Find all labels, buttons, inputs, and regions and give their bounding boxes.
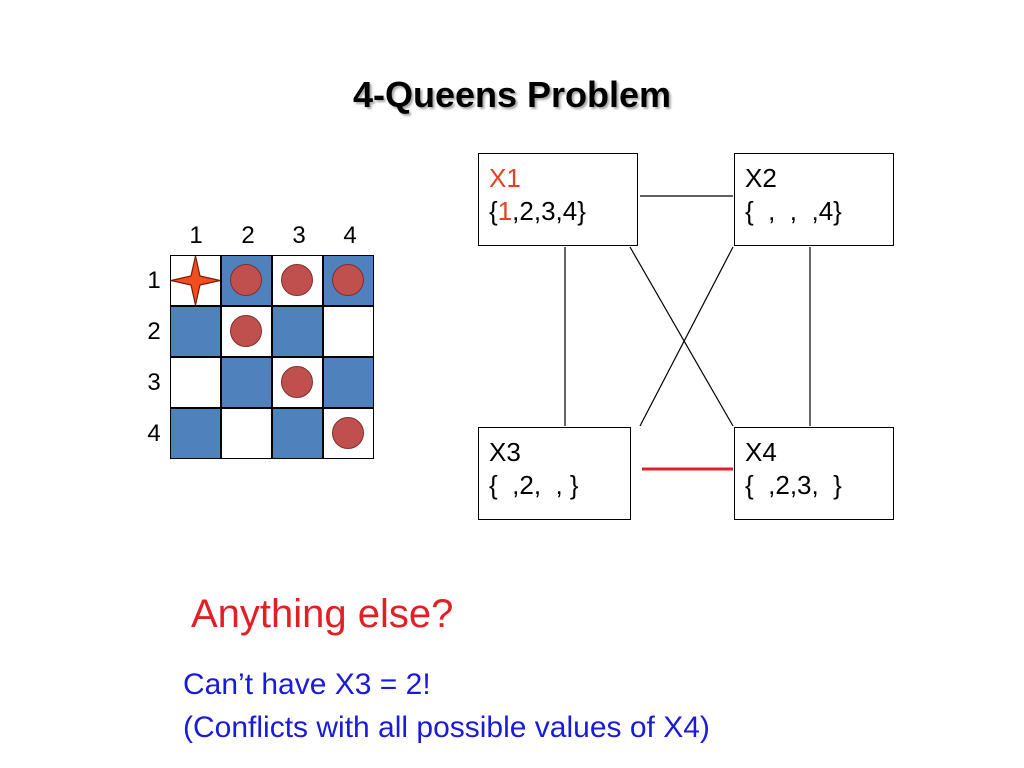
board-col-label: 1 xyxy=(189,222,203,249)
variable-domain-x2: { , , ,4} xyxy=(745,196,842,226)
board-cell xyxy=(272,408,323,459)
chess-board xyxy=(170,255,376,461)
answer-line-2: (Conflicts with all possible values of X… xyxy=(183,711,710,744)
board-cell xyxy=(323,306,374,357)
attacked-square-marker xyxy=(281,366,313,398)
star-queen-icon xyxy=(170,255,221,306)
attacked-square-marker xyxy=(230,315,262,347)
attacked-square-marker xyxy=(230,264,262,296)
board-cell xyxy=(221,255,272,306)
board-row-label: 1 xyxy=(147,267,161,294)
variable-name-x2: X2 xyxy=(745,163,777,193)
board-row-label: 2 xyxy=(147,318,161,345)
board-col-label: 2 xyxy=(241,222,255,249)
board-cell xyxy=(221,357,272,408)
board-row-label: 4 xyxy=(147,420,161,447)
board-col-label: 4 xyxy=(343,222,357,249)
question-text: Anything else? xyxy=(191,592,454,636)
edge-x1-x4 xyxy=(629,246,734,427)
attacked-square-marker xyxy=(332,417,364,449)
variable-domain-x4: { ,2,3, } xyxy=(745,470,842,500)
board-cell xyxy=(170,357,221,408)
attacked-square-marker xyxy=(332,264,364,296)
edge-x2-x3 xyxy=(639,246,734,427)
variable-domain-x1: {1,2,3,4} xyxy=(489,196,586,226)
board-cell xyxy=(272,306,323,357)
variable-node-x2: X2 { , , ,4} xyxy=(734,153,894,246)
board-cell xyxy=(221,408,272,459)
variable-name-x4: X4 xyxy=(745,437,777,467)
variable-domain-x3: { ,2, , } xyxy=(489,470,579,500)
answer-line-1: Can’t have X3 = 2! xyxy=(183,668,431,701)
board-cell xyxy=(170,306,221,357)
board-col-label: 3 xyxy=(292,222,306,249)
board-cell xyxy=(170,408,221,459)
variable-name-x3: X3 xyxy=(489,437,521,467)
domain-value-highlight: 1 xyxy=(497,196,513,226)
attacked-square-marker xyxy=(281,264,313,296)
board-cell xyxy=(323,357,374,408)
board-row-label: 3 xyxy=(147,369,161,396)
page-title: 4-Queens Problem xyxy=(352,74,672,115)
variable-node-x3: X3 { ,2, , } xyxy=(478,427,631,520)
variable-node-x4: X4 { ,2,3, } xyxy=(734,427,894,520)
variable-node-x1: X1 {1,2,3,4} xyxy=(478,153,638,246)
variable-name-x1: X1 xyxy=(489,163,521,193)
